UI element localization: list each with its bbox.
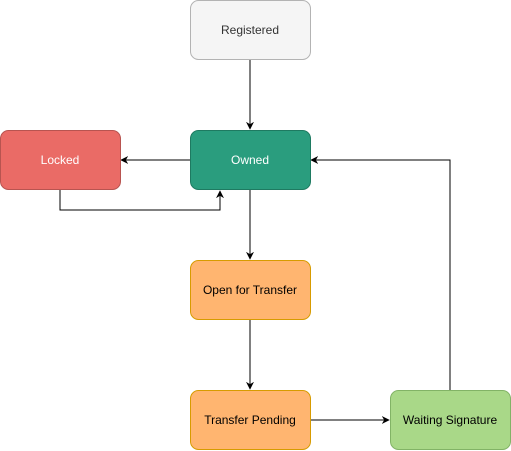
node-registered-box xyxy=(190,0,311,60)
node-open-for-transfer-label: Open for Transfer xyxy=(203,283,297,297)
node-owned-box xyxy=(190,130,311,190)
node-open-for-transfer-box xyxy=(190,260,311,320)
edge-locked-to-owned xyxy=(59,190,224,211)
node-transfer-pending[interactable]: Transfer Pending xyxy=(190,390,311,450)
node-transfer-pending-label: Transfer Pending xyxy=(204,413,296,427)
node-owned-label: Owned xyxy=(231,153,269,167)
node-owned[interactable]: Owned xyxy=(190,130,311,190)
node-open-for-transfer[interactable]: Open for Transfer xyxy=(190,260,311,320)
node-transfer-pending-box xyxy=(190,390,311,450)
node-locked-box xyxy=(0,130,121,190)
edge-waiting-signature-to-owned xyxy=(310,156,451,390)
node-locked-label: Locked xyxy=(41,153,80,167)
node-locked[interactable]: Locked xyxy=(0,130,121,190)
node-waiting-signature[interactable]: Waiting Signature xyxy=(390,390,511,450)
node-registered-label: Registered xyxy=(221,23,279,37)
node-waiting-signature-label: Waiting Signature xyxy=(403,413,498,427)
node-registered[interactable]: Registered xyxy=(190,0,311,60)
